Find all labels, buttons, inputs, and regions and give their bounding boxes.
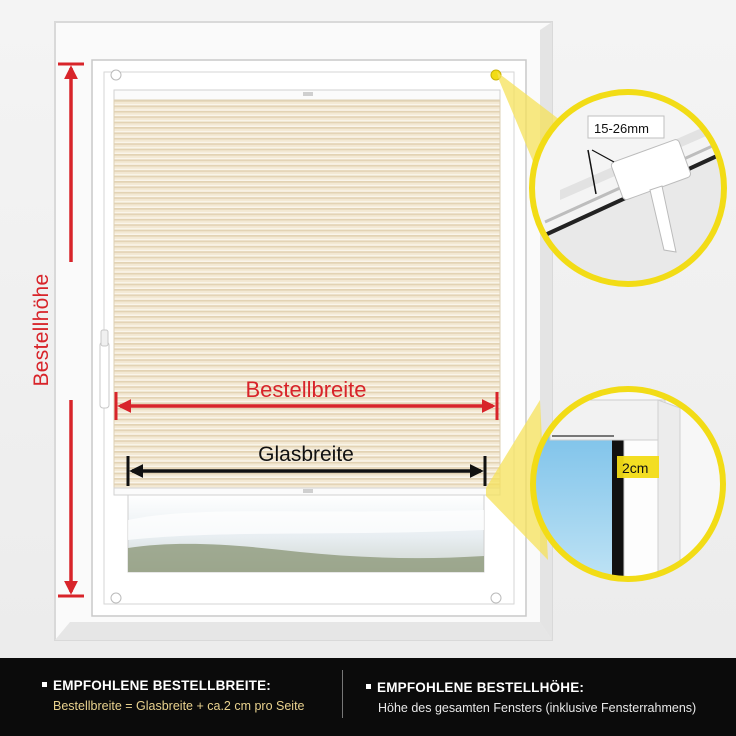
order-height-description: Höhe des gesamten Fensters (inklusive Fe… <box>378 701 697 715</box>
order-width-label: Bestellbreite <box>245 377 367 402</box>
info-footer: EMPFOHLENE BESTELLBREITE: Bestellbreite … <box>0 658 736 736</box>
order-height-label: Bestellhöhe <box>30 273 53 387</box>
clamp-range-box <box>587 115 665 139</box>
blind-fabric <box>113 99 501 491</box>
bullet-icon <box>366 683 371 689</box>
order-width-heading: EMPFOHLENE BESTELLBREITE: <box>42 678 271 693</box>
order-width-formula: Bestellbreite = Glasbreite + ca.2 cm pro… <box>53 699 305 713</box>
footer-divider <box>342 670 343 718</box>
side-margin-callout <box>530 386 726 582</box>
order-width-dimension <box>114 392 499 420</box>
clamp-detail-callout <box>529 89 727 287</box>
glass-width-dimension <box>126 456 487 486</box>
order-height-dimension <box>58 62 84 598</box>
window-illustration <box>0 0 736 658</box>
bullet-icon <box>42 681 47 687</box>
clamp-range-label: 15-26mm <box>594 121 649 136</box>
order-height-heading: EMPFOHLENE BESTELLHÖHE: <box>366 680 584 695</box>
side-margin-label: 2cm <box>622 460 649 476</box>
side-margin-box <box>617 456 659 478</box>
window-handle <box>99 341 110 409</box>
glass-width-label: Glasbreite <box>258 443 354 466</box>
